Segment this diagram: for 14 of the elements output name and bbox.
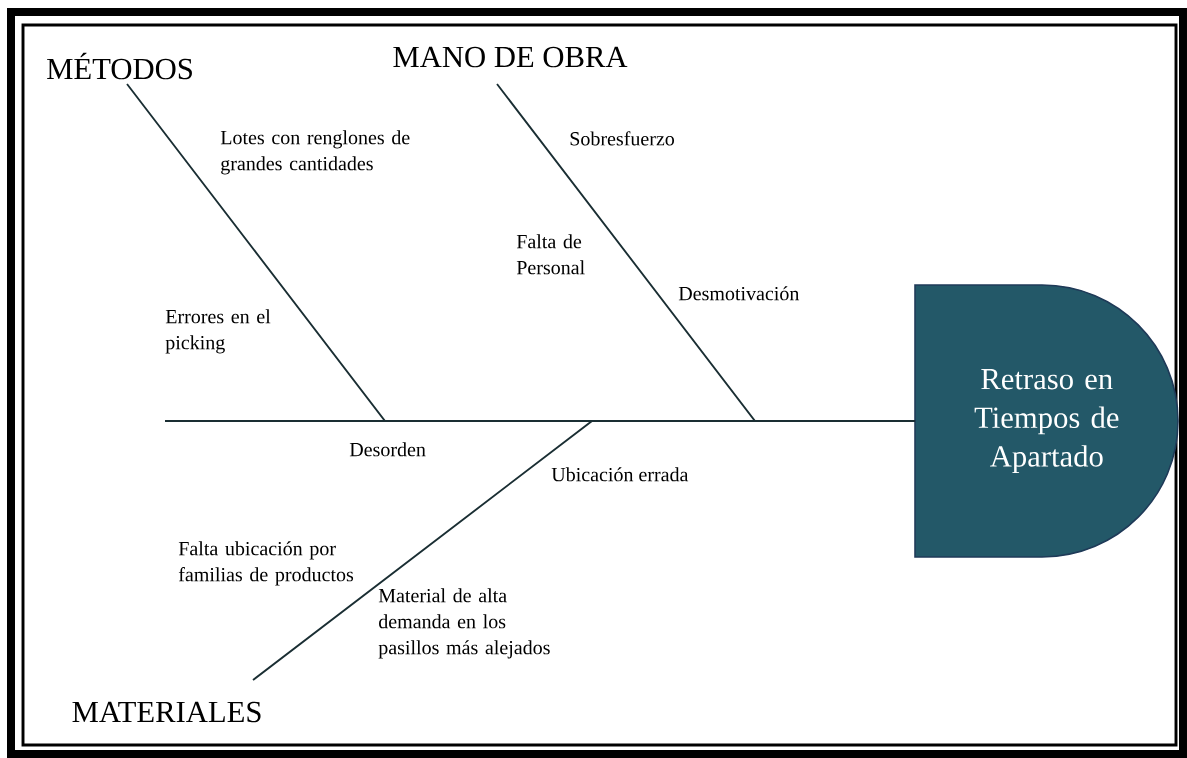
cause-label: Lotes con renglones de grandes cantidades — [220, 130, 410, 175]
cause-label: Ubicación errada — [551, 467, 689, 482]
cause-label: Falta ubicación por familias de productos — [178, 541, 354, 586]
category-label: MATERIALES — [72, 701, 261, 723]
cause-label: Sobresfuerzo — [570, 131, 675, 146]
spine-line — [164, 420, 916, 422]
effect-head: Retraso en Tiempos de Apartado — [914, 284, 1179, 558]
category-label: MANO DE OBRA — [393, 46, 628, 68]
cause-label: Desmotivación — [678, 286, 800, 301]
cause-label: Errores en el picking — [165, 309, 271, 354]
cause-label: Material de alta demanda en los pasillos más alejados — [378, 588, 550, 659]
category-label: MÉTODOS — [47, 52, 192, 80]
cause-label: Desorden — [349, 442, 426, 457]
cause-label: Falta de Personal — [516, 234, 585, 275]
